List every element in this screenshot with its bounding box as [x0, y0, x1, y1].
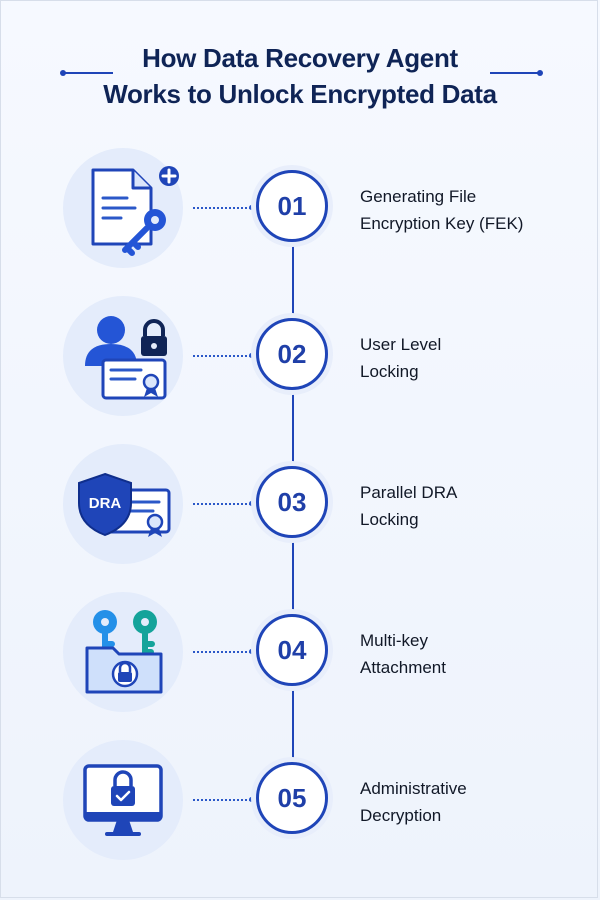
document-key-icon	[63, 148, 183, 268]
title-line-1: How Data Recovery Agent	[142, 43, 458, 73]
dra-shield-certificate-icon: DRA	[63, 444, 183, 564]
step-label-4-line2: Attachment	[360, 658, 446, 677]
step-label-2: User Level Locking	[360, 331, 580, 385]
step-label-5-line1: Administrative	[360, 779, 467, 798]
step-label-1-line1: Generating File	[360, 187, 477, 206]
step-label-4: Multi-key Attachment	[360, 627, 580, 681]
step-3: DRA 03 Parallel DRA Locking	[0, 444, 600, 574]
step-2: 02 User Level Locking	[0, 296, 600, 426]
title-rule-left	[60, 70, 113, 76]
connector-dots-3	[193, 501, 254, 506]
title-rule-right	[490, 70, 543, 76]
step-number-5: 05	[256, 762, 328, 834]
page-title: How Data Recovery Agent Works to Unlock …	[0, 40, 600, 112]
dra-badge-text: DRA	[89, 495, 122, 512]
connector-dots-1	[193, 205, 254, 210]
title-line-2: Works to Unlock Encrypted Data	[103, 79, 497, 109]
user-lock-certificate-icon	[63, 296, 183, 416]
monitor-lock-icon	[63, 740, 183, 860]
step-label-4-line1: Multi-key	[360, 631, 429, 650]
step-label-2-line2: Locking	[360, 362, 419, 381]
keys-folder-lock-icon	[63, 592, 183, 712]
step-label-3-line1: Parallel DRA	[360, 483, 458, 502]
step-4: 04 Multi-key Attachment	[0, 592, 600, 722]
step-label-3-line2: Locking	[360, 510, 419, 529]
step-number-1: 01	[256, 170, 328, 242]
step-label-5-line2: Decryption	[360, 806, 442, 825]
step-number-4: 04	[256, 614, 328, 686]
step-label-3: Parallel DRA Locking	[360, 479, 580, 533]
connector-dots-5	[193, 797, 254, 802]
step-number-3: 03	[256, 466, 328, 538]
step-1: 01 Generating File Encryption Key (FEK)	[0, 148, 600, 278]
connector-dots-2	[193, 353, 254, 358]
step-label-2-line1: User Level	[360, 335, 442, 354]
connector-dots-4	[193, 649, 254, 654]
step-5: 05 Administrative Decryption	[0, 740, 600, 870]
step-label-5: Administrative Decryption	[360, 775, 580, 829]
step-label-1: Generating File Encryption Key (FEK)	[360, 183, 580, 237]
step-label-1-line2: Encryption Key (FEK)	[360, 214, 524, 233]
step-number-2: 02	[256, 318, 328, 390]
